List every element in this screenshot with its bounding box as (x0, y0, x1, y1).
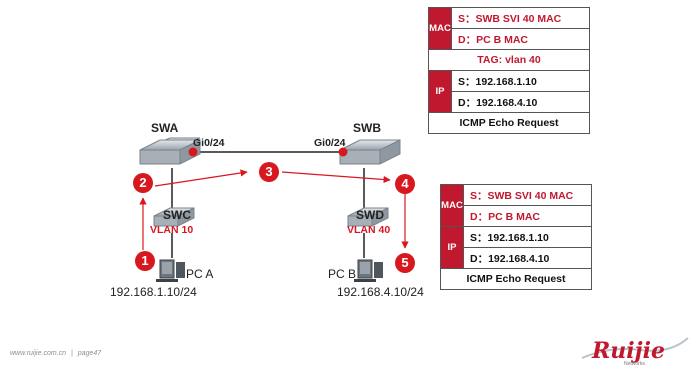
footer-url[interactable]: www.ruijie.com.cn | page47 (10, 350, 101, 357)
pc-b-ip-label: 192.168.4.10/24 (337, 285, 424, 299)
ip-dst-top: D：192.168.4.10 (451, 91, 590, 113)
mac-src-top: S：SWB SVI 40 MAC (451, 7, 590, 29)
logo-swoosh-icon (581, 337, 689, 359)
mac-header-bottom: MAC (440, 184, 464, 227)
payload-bottom: ICMP Echo Request (440, 268, 592, 290)
mac-src-bottom: S：SWB SVI 40 MAC (463, 184, 592, 206)
step-1-marker: 1 (135, 251, 155, 271)
port-dot-swa (188, 147, 198, 157)
swb-port-label: Gi0/24 (314, 137, 346, 149)
logo-subtext: Networks (624, 361, 645, 367)
step-4-marker: 4 (395, 174, 415, 194)
step-3-marker: 3 (259, 162, 279, 182)
mac-dst-bottom: D：PC B MAC (463, 205, 592, 227)
port-dot-swb (338, 147, 348, 157)
packet-table-top: MAC S：SWB SVI 40 MAC D：PC B MAC TAG: vla… (428, 7, 590, 134)
ip-header-top: IP (428, 70, 452, 113)
logo-text: Ruijie (592, 338, 665, 364)
ip-src-top: S：192.168.1.10 (451, 70, 590, 92)
swc-vlan-label: VLAN 10 (150, 224, 194, 236)
footer-separator: | (70, 350, 73, 357)
vlan-tag-top: TAG: vlan 40 (428, 49, 590, 71)
pc-a-ip-label: 192.168.1.10/24 (110, 285, 197, 299)
ip-src-bottom: S：192.168.1.10 (463, 226, 592, 248)
pc-a-label: PC A (186, 267, 214, 281)
swd-label: SWD (356, 208, 384, 222)
swa-label: SWA (151, 121, 179, 135)
swd-vlan-label: VLAN 40 (347, 224, 391, 236)
pc-b-icon (354, 259, 383, 282)
footer-url-text[interactable]: www.ruijie.com.cn (10, 350, 67, 357)
flow-arrow-3 (281, 171, 391, 184)
swc-label: SWC (163, 208, 191, 222)
ip-header-bottom: IP (440, 226, 464, 269)
switch-swb-icon (339, 139, 401, 165)
switch-swd-icon (347, 207, 389, 227)
step-5-marker: 5 (395, 253, 415, 273)
pc-a-icon (156, 259, 185, 282)
swa-port-label: Gi0/24 (193, 137, 225, 149)
mac-dst-top: D：PC B MAC (451, 28, 590, 50)
ruijie-logo: Ruijie Networks (580, 332, 690, 367)
flow-arrow-2 (154, 169, 248, 187)
swb-label: SWB (353, 121, 381, 135)
step-2-marker: 2 (133, 173, 153, 193)
payload-top: ICMP Echo Request (428, 112, 590, 134)
footer-page-number: page47 (77, 350, 102, 357)
switch-swc-icon (153, 207, 195, 227)
ip-dst-bottom: D：192.168.4.10 (463, 247, 592, 269)
mac-header-top: MAC (428, 7, 452, 50)
packet-table-bottom: MAC S：SWB SVI 40 MAC D：PC B MAC IP S：192… (440, 184, 592, 290)
pc-b-label: PC B (328, 267, 357, 281)
